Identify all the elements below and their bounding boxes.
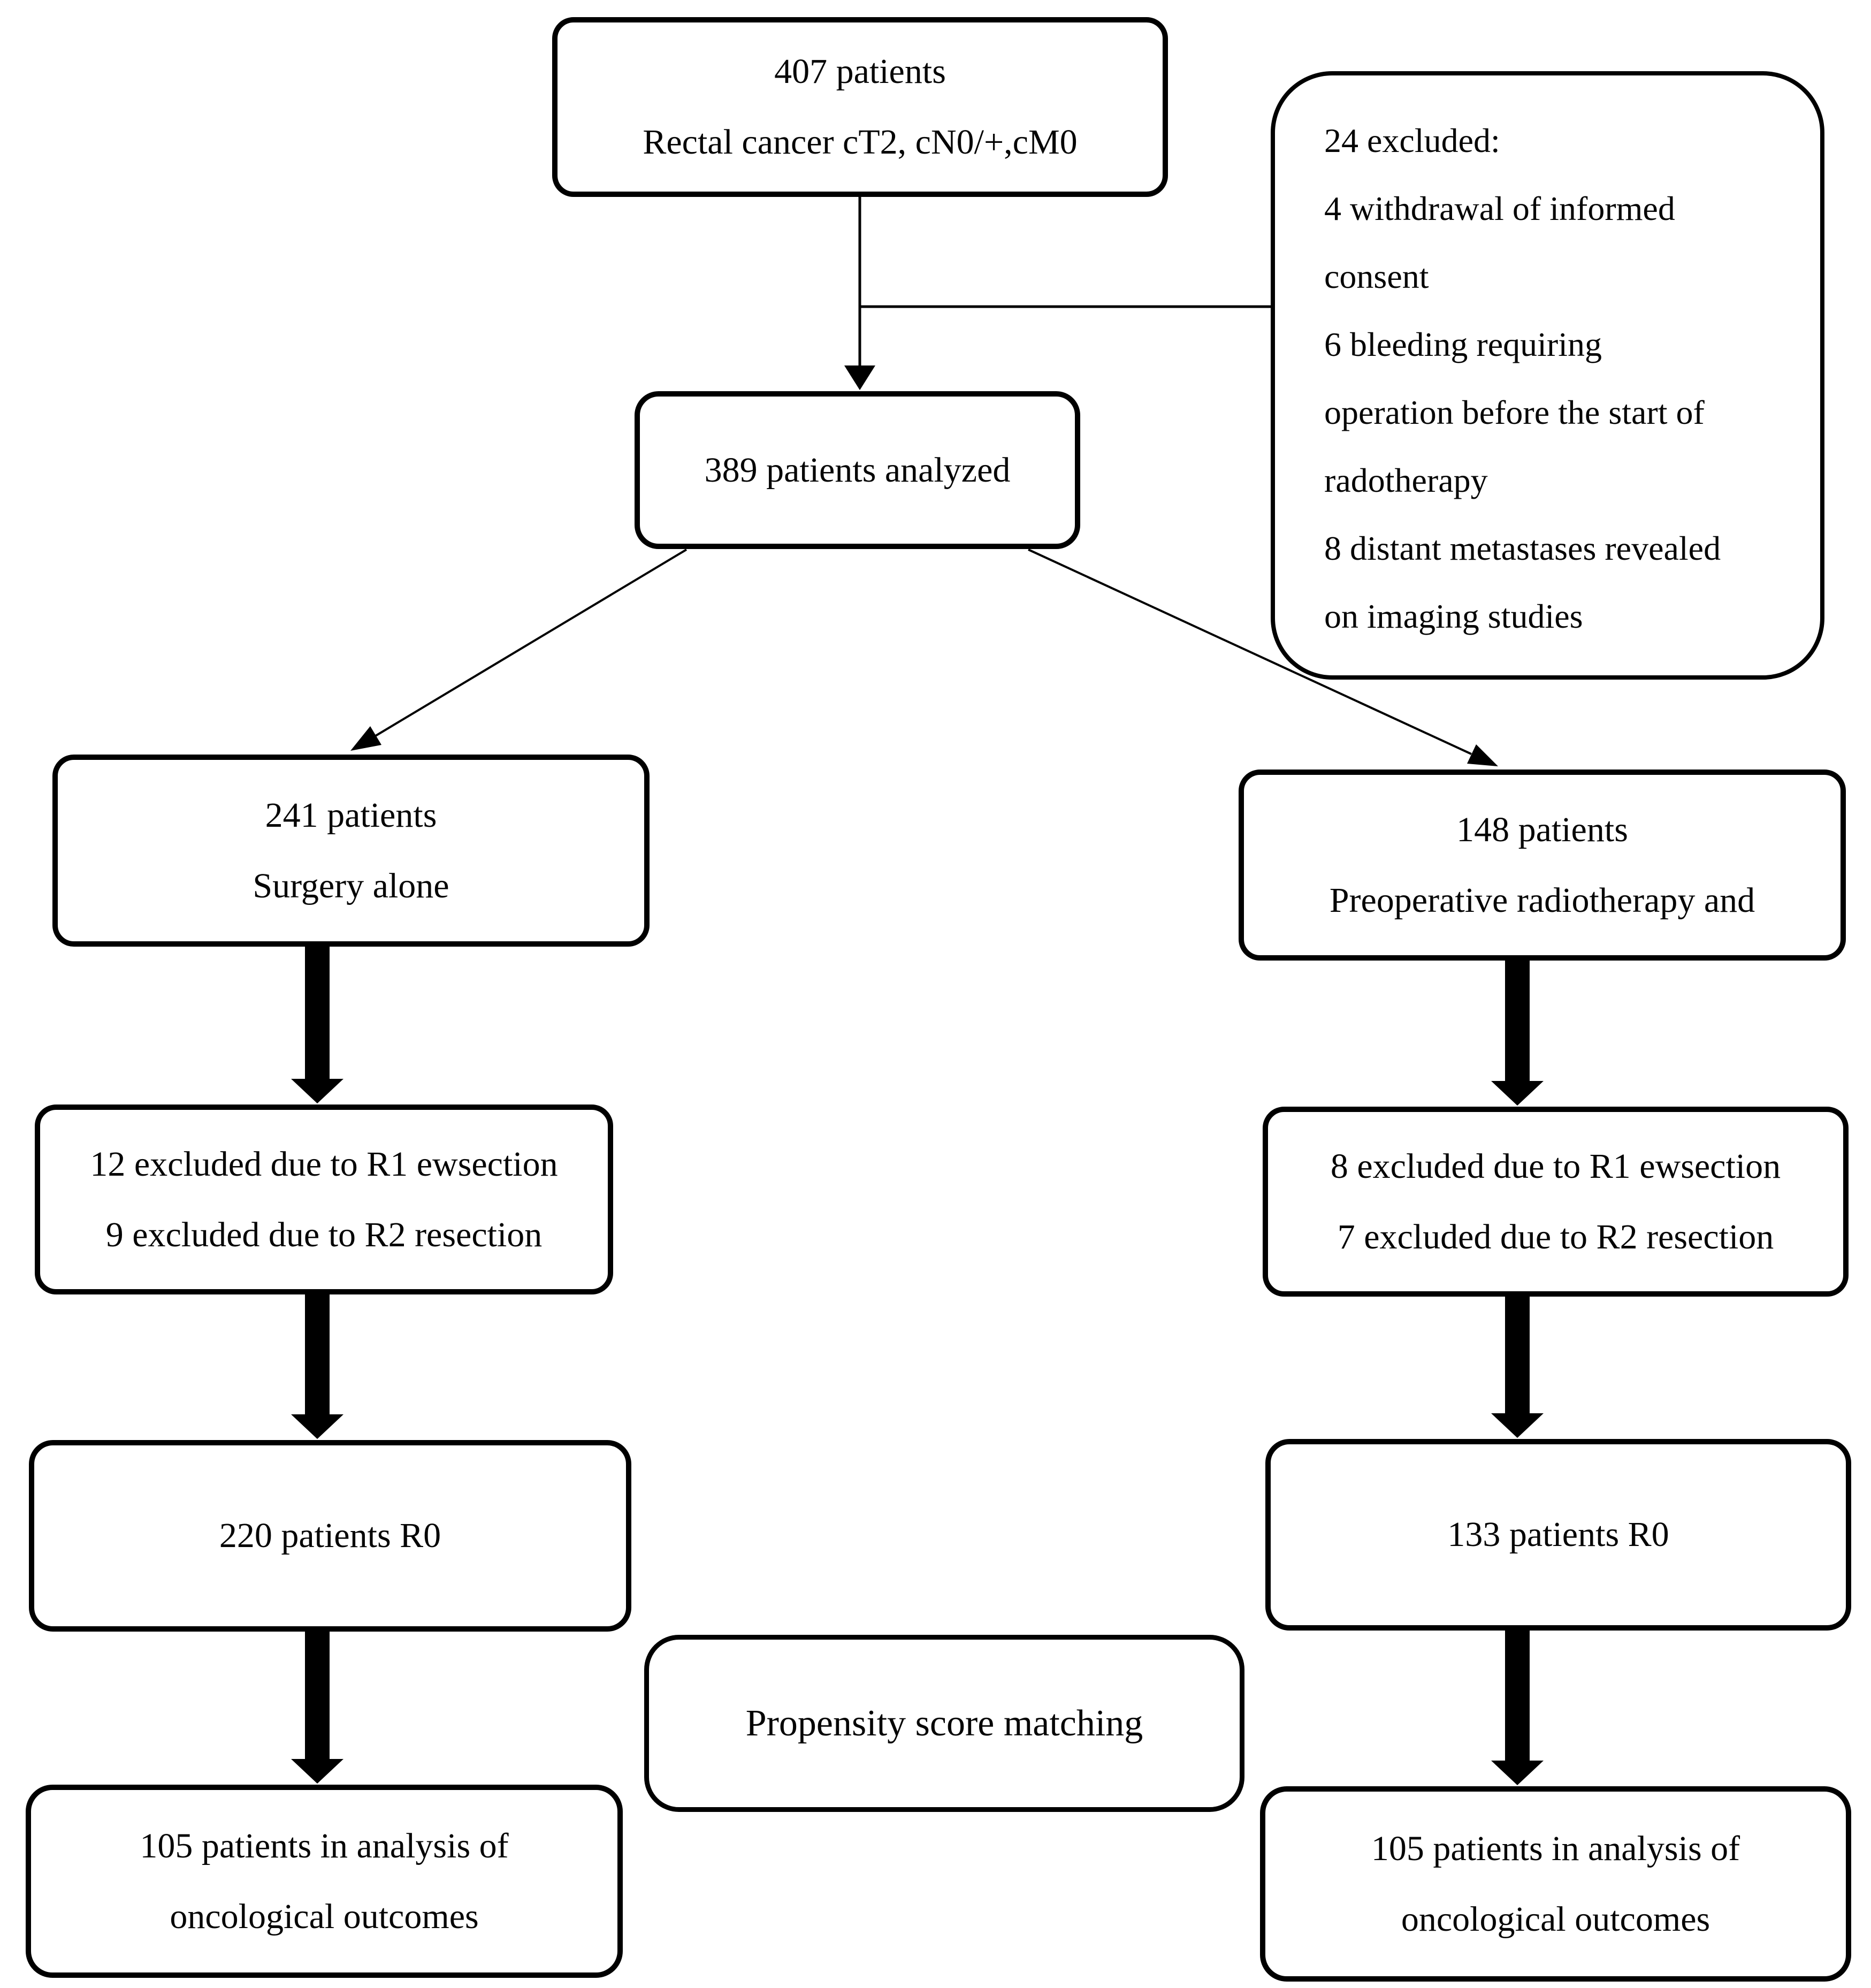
analyzed-box: 389 patients analyzed	[635, 391, 1080, 549]
radiotherapy-arm-label: Preoperative radiotherapy and	[1329, 880, 1755, 920]
surgery-r0-box: 220 patients R0	[29, 1440, 631, 1632]
exclusion-line: 4 withdrawal of informed	[1324, 189, 1675, 227]
surgery-outcomes-count: 105 patients in analysis of	[140, 1826, 509, 1865]
radiotherapy-r0-box: 133 patients R0	[1265, 1439, 1851, 1631]
arrow-surgery-r0-to-outcomes	[291, 1632, 343, 1784]
exclusion-line: operation before the start of	[1324, 393, 1705, 431]
radiotherapy-exclusions-box: 8 excluded due to R1 ewsection 7 exclude…	[1263, 1107, 1849, 1297]
surgery-excluded-r1: 12 excluded due to R1 ewsection	[90, 1144, 558, 1184]
surgery-arm-count: 241 patients	[265, 795, 437, 835]
propensity-matching-label: Propensity score matching	[745, 1702, 1143, 1744]
radiotherapy-r0-count: 133 patients R0	[1447, 1515, 1669, 1554]
arrow-surgery-to-exclusions	[291, 947, 343, 1103]
exclusion-line: consent	[1324, 257, 1429, 295]
exclusion-line: radotherapy	[1324, 461, 1488, 499]
exclusion-line: on imaging studies	[1324, 597, 1583, 635]
exclusion-line: 8 distant metastases revealed	[1324, 529, 1721, 567]
surgery-excluded-r2: 9 excluded due to R2 resection	[105, 1215, 543, 1254]
surgery-arm-box: 241 patients Surgery alone	[52, 755, 650, 947]
surgery-arm-label: Surgery alone	[253, 866, 449, 905]
radiotherapy-outcomes-count: 105 patients in analysis of	[1371, 1829, 1740, 1868]
arrow-exclusions-to-surgery-r0	[291, 1294, 343, 1439]
radiotherapy-excluded-r2: 7 excluded due to R2 resection	[1337, 1217, 1774, 1256]
exclusion-reasons-box: 24 excluded: 4 withdrawal of informed co…	[1271, 71, 1824, 680]
exclusion-line: 24 excluded:	[1324, 121, 1500, 159]
arrow-exclusions-to-radiotherapy-r0	[1491, 1297, 1544, 1438]
radiotherapy-arm-box: 148 patients Preoperative radiotherapy a…	[1239, 770, 1846, 961]
arrowhead-radiotherapy-arm	[1467, 744, 1498, 766]
surgery-outcomes-box: 105 patients in analysis of oncological …	[26, 1785, 623, 1978]
surgery-outcomes-label: oncological outcomes	[170, 1896, 479, 1936]
arrowhead-surgery-arm	[350, 726, 381, 751]
arrow-radiotherapy-to-exclusions	[1491, 961, 1544, 1106]
propensity-matching-box: Propensity score matching	[644, 1635, 1244, 1812]
exclusion-line: 6 bleeding requiring	[1324, 325, 1602, 363]
enrollment-box: 407 patients Rectal cancer cT2, cN0/+,cM…	[552, 17, 1168, 197]
enrollment-criteria: Rectal cancer cT2, cN0/+,cM0	[643, 123, 1078, 162]
enrollment-count: 407 patients	[774, 52, 946, 91]
radiotherapy-outcomes-label: oncological outcomes	[1401, 1899, 1710, 1939]
surgery-r0-count: 220 patients R0	[219, 1516, 441, 1555]
radiotherapy-arm-count: 148 patients	[1456, 810, 1628, 849]
surgery-exclusions-box: 12 excluded due to R1 ewsection 9 exclud…	[35, 1105, 613, 1294]
arrowhead-analyzed	[844, 365, 875, 390]
radiotherapy-outcomes-box: 105 patients in analysis of oncological …	[1260, 1786, 1851, 1982]
analyzed-count: 389 patients analyzed	[704, 450, 1011, 490]
arrow-radiotherapy-r0-to-outcomes	[1491, 1631, 1544, 1785]
radiotherapy-excluded-r1: 8 excluded due to R1 ewsection	[1330, 1146, 1781, 1186]
connector-analyzed-to-surgery	[375, 549, 688, 737]
